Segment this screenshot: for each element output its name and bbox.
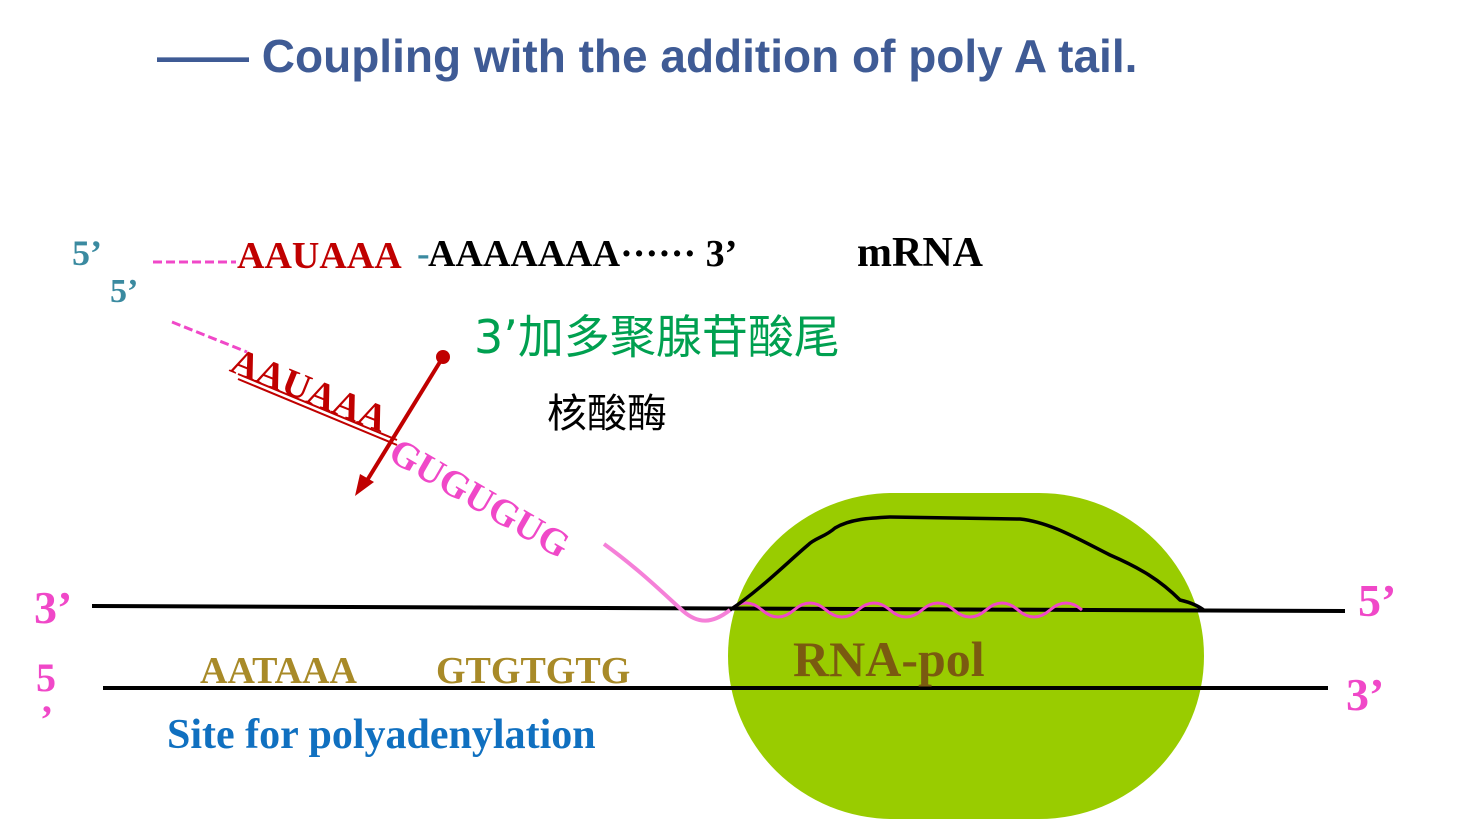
- poly-a-tail-label: 3’加多聚腺苷酸尾: [474, 310, 840, 364]
- signal-underline-2: [237, 378, 398, 446]
- rna-polymerase-shape: [728, 493, 1204, 819]
- page-title: —— Coupling with the addition of poly A …: [157, 30, 1138, 82]
- nuclease-arrow-head: [355, 474, 374, 496]
- dna-site-aataaa: AATAAA: [200, 650, 357, 692]
- dna-top-right-end: 5’: [1358, 575, 1397, 626]
- rna-polymerase-label: RNA-pol: [793, 631, 985, 687]
- nuclease-label: 核酸酶: [547, 391, 667, 437]
- transcript-dashed-line: [171, 320, 248, 354]
- polyadenylation-site-label: Site for polyadenylation: [167, 712, 596, 758]
- dna-bottom-right-end: 3’: [1346, 669, 1385, 720]
- transcript-five-prime-label: 5’: [110, 273, 139, 310]
- dna-bottom-left-end: 5: [36, 655, 56, 700]
- dna-site-gtgtgtg: GTGTGTG: [436, 650, 631, 692]
- dna-bottom-left-mark: ’: [40, 697, 54, 742]
- dna-template-strand: [91, 604, 1346, 613]
- mrna-connector: -: [417, 233, 430, 275]
- dna-top-left-end: 3’: [34, 582, 73, 633]
- nuclease-dot: [436, 350, 450, 364]
- mrna-signal-sequence: AAUAAA: [237, 235, 402, 277]
- nascent-rna-wave: [729, 601, 1083, 619]
- mrna-label: mRNA: [857, 230, 983, 276]
- mrna-five-prime-label: 5’: [72, 233, 102, 273]
- nascent-rna-link: [602, 542, 732, 623]
- mrna-poly-a-tail: AAAAAAA······ 3’: [428, 233, 738, 275]
- transcription-bubble: [729, 515, 1207, 613]
- signal-underline: [237, 373, 398, 441]
- nuclease-arrow-shaft: [361, 355, 445, 489]
